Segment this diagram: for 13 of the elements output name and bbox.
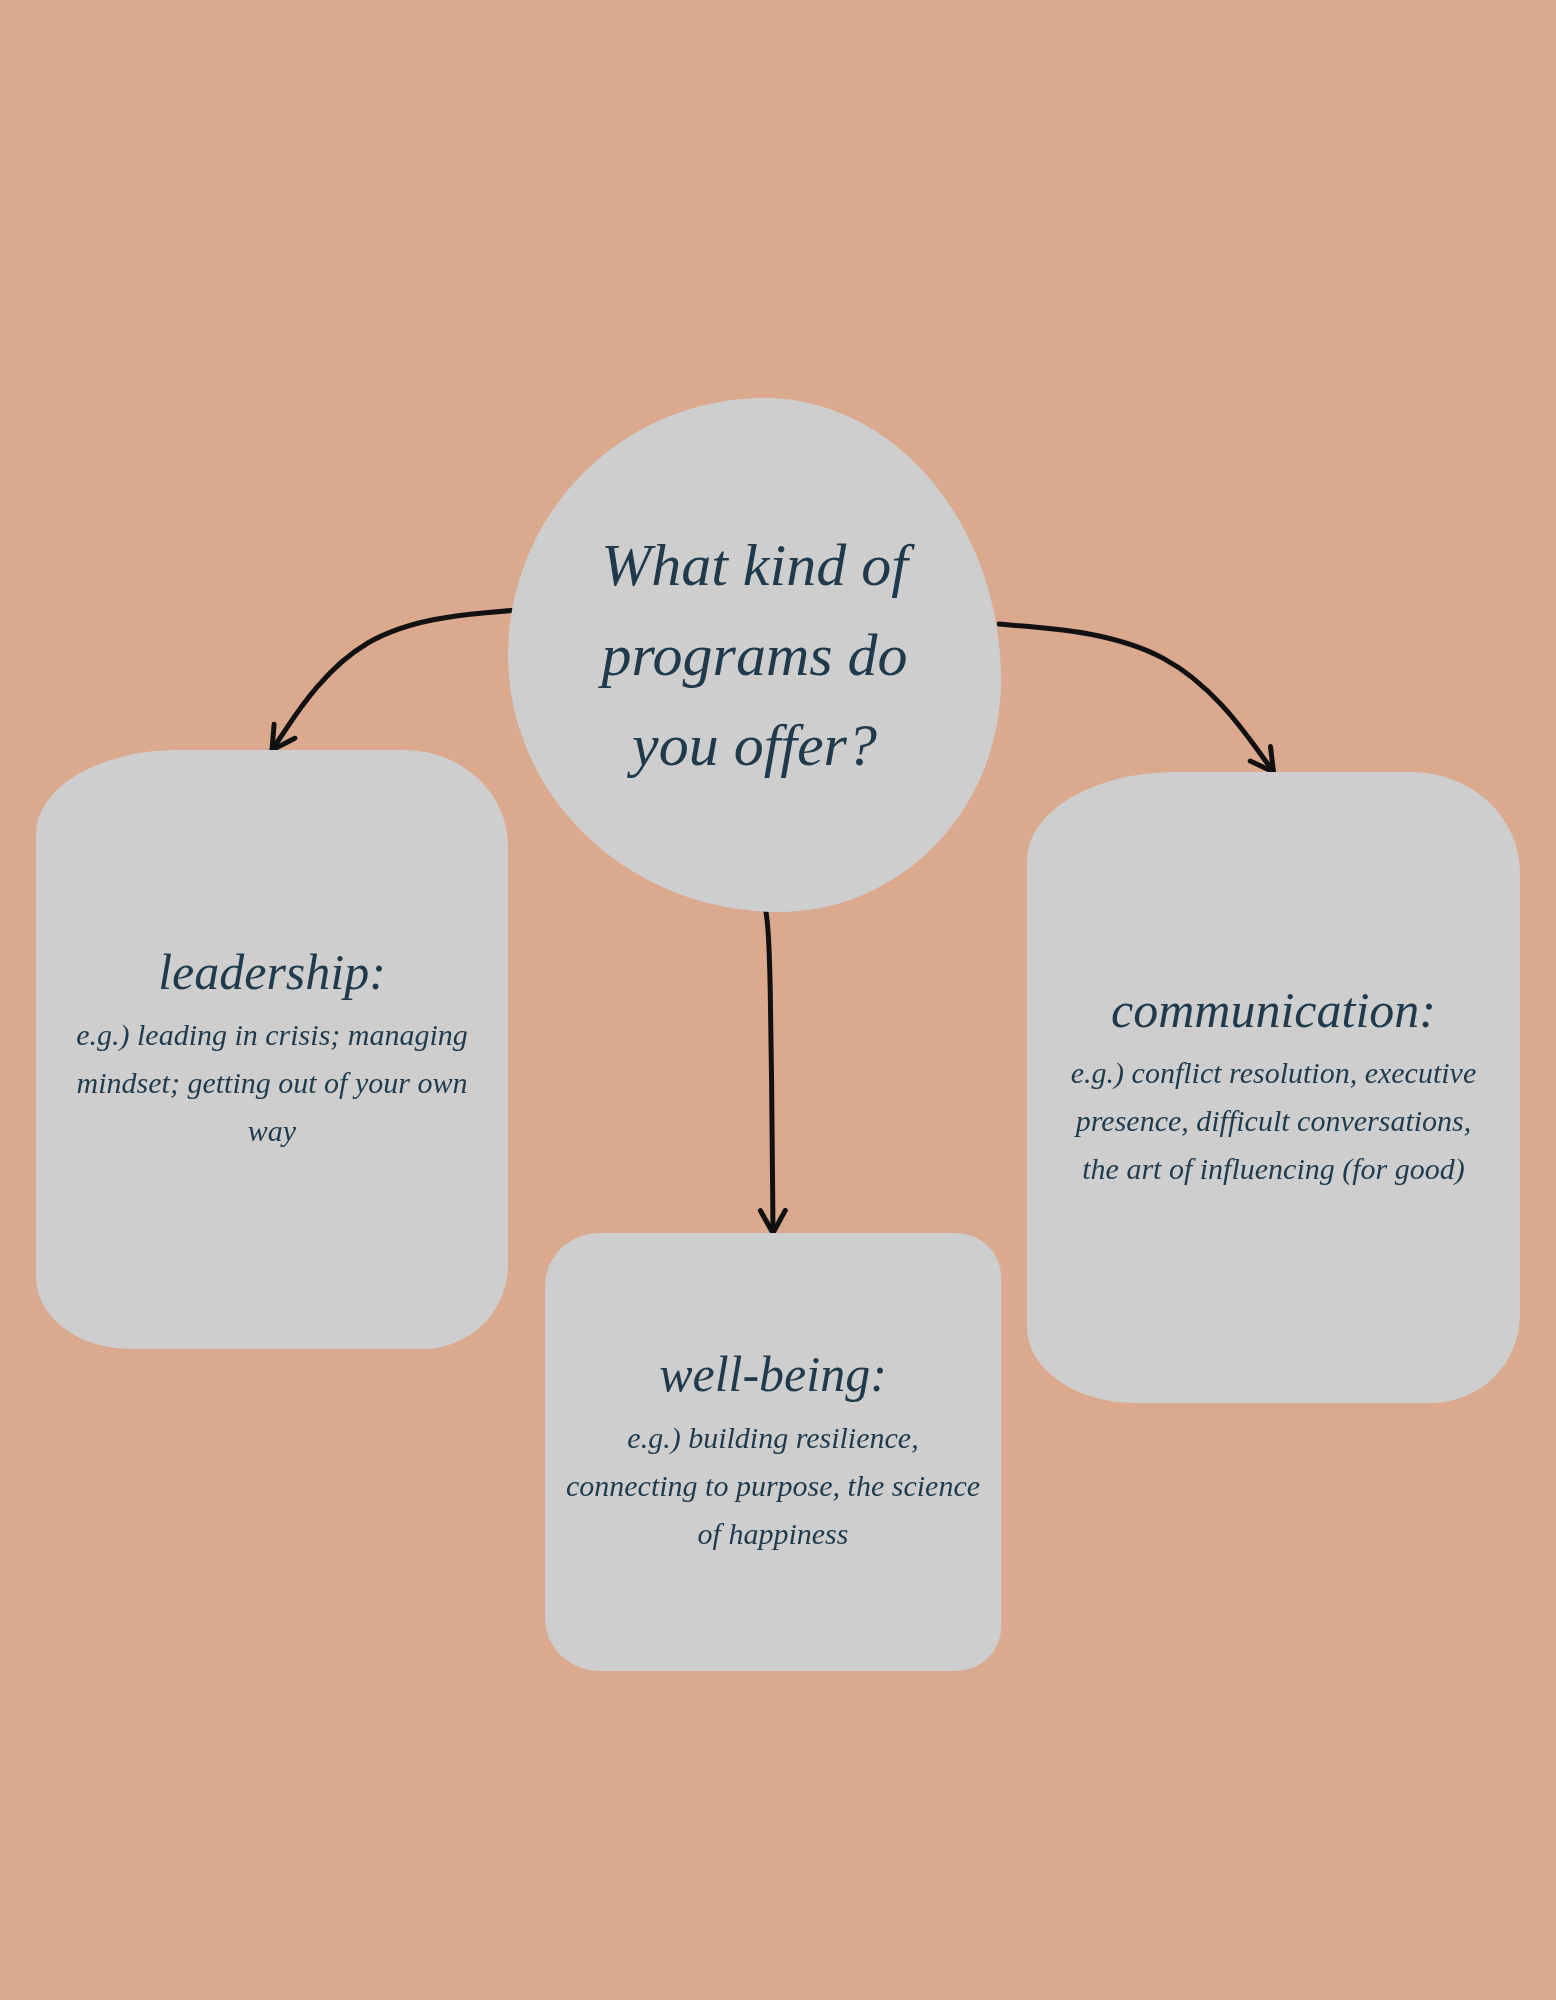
heading-text: leadership: <box>158 943 386 1002</box>
rounded-blob <box>545 1233 1001 1671</box>
heading-text: What kind of programs do you offer? <box>568 520 941 790</box>
heading-text: communication: <box>1111 981 1436 1040</box>
example-text: e.g.) leading in crisis; managing mindset; getting out of your own way <box>76 1017 468 1150</box>
rounded-blob <box>36 750 508 1349</box>
example-text: e.g.) building resilience, connecting to purpose, the science of happiness <box>565 1419 981 1552</box>
curved-arrow <box>996 621 1276 775</box>
example-text: e.g.) conflict resolution, executive presence, difficult conversations, the art of influencing (for good) <box>1069 1055 1478 1188</box>
heading-text: well-being: <box>659 1346 887 1404</box>
rounded-blob <box>1027 772 1520 1403</box>
curved-arrow <box>269 607 515 753</box>
curved-arrow <box>757 909 788 1236</box>
